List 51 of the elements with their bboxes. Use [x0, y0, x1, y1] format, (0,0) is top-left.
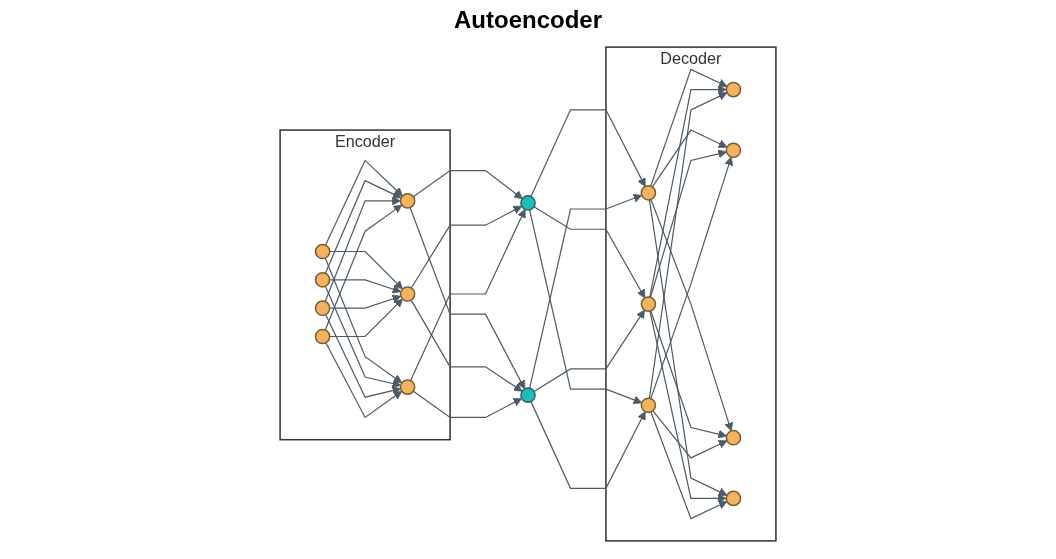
arrow: [329, 278, 402, 293]
arrow: [530, 400, 646, 489]
arrow: [412, 169, 523, 199]
arrow: [324, 179, 402, 274]
neuron-circle: [725, 141, 742, 158]
neuron-circle: [399, 378, 416, 395]
arrow: [324, 204, 403, 331]
arrow: [325, 341, 403, 418]
arrow: [651, 128, 728, 188]
arrow: [649, 309, 727, 503]
arrow: [652, 409, 728, 459]
arrow: [530, 108, 646, 197]
arrow: [650, 156, 734, 399]
diagram-title: Autoencoder: [453, 6, 603, 34]
arrow: [650, 198, 734, 431]
neuron-circle: [314, 299, 331, 316]
arrow: [329, 250, 403, 289]
neuron-circle: [314, 328, 331, 344]
arrow: [649, 149, 727, 298]
arrow: [324, 256, 403, 383]
arrow: [324, 285, 402, 388]
layer-group-box: Decoder: [605, 45, 777, 542]
arrow: [410, 299, 523, 392]
neuron-circle: [520, 194, 536, 211]
arrow: [648, 91, 728, 399]
arrow: [533, 205, 646, 298]
arrow: [412, 390, 523, 418]
arrow: [329, 294, 402, 309]
neuron-circle: [640, 396, 657, 413]
arrow: [649, 84, 727, 298]
neuron-circle: [725, 490, 742, 506]
neuron-circle: [314, 243, 331, 259]
arrow: [324, 158, 403, 246]
neuron-circle: [725, 81, 742, 97]
neuron-circle: [399, 192, 416, 209]
neuron-circle: [640, 184, 657, 201]
arrow: [650, 410, 728, 519]
neuron-circle: [725, 429, 742, 445]
arrow: [650, 309, 727, 438]
neuron-circle: [520, 386, 536, 403]
arrow: [410, 205, 523, 289]
arrow: [650, 68, 728, 187]
arrow: [533, 309, 645, 392]
neuron-circle: [314, 271, 331, 288]
neuron-circle: [640, 295, 657, 312]
arrow: [648, 198, 728, 496]
arrow: [329, 298, 403, 337]
layer-group-box: Encoder: [279, 128, 451, 440]
neuron-circle: [399, 285, 416, 302]
arrow: [325, 313, 402, 398]
arrow: [324, 195, 401, 302]
